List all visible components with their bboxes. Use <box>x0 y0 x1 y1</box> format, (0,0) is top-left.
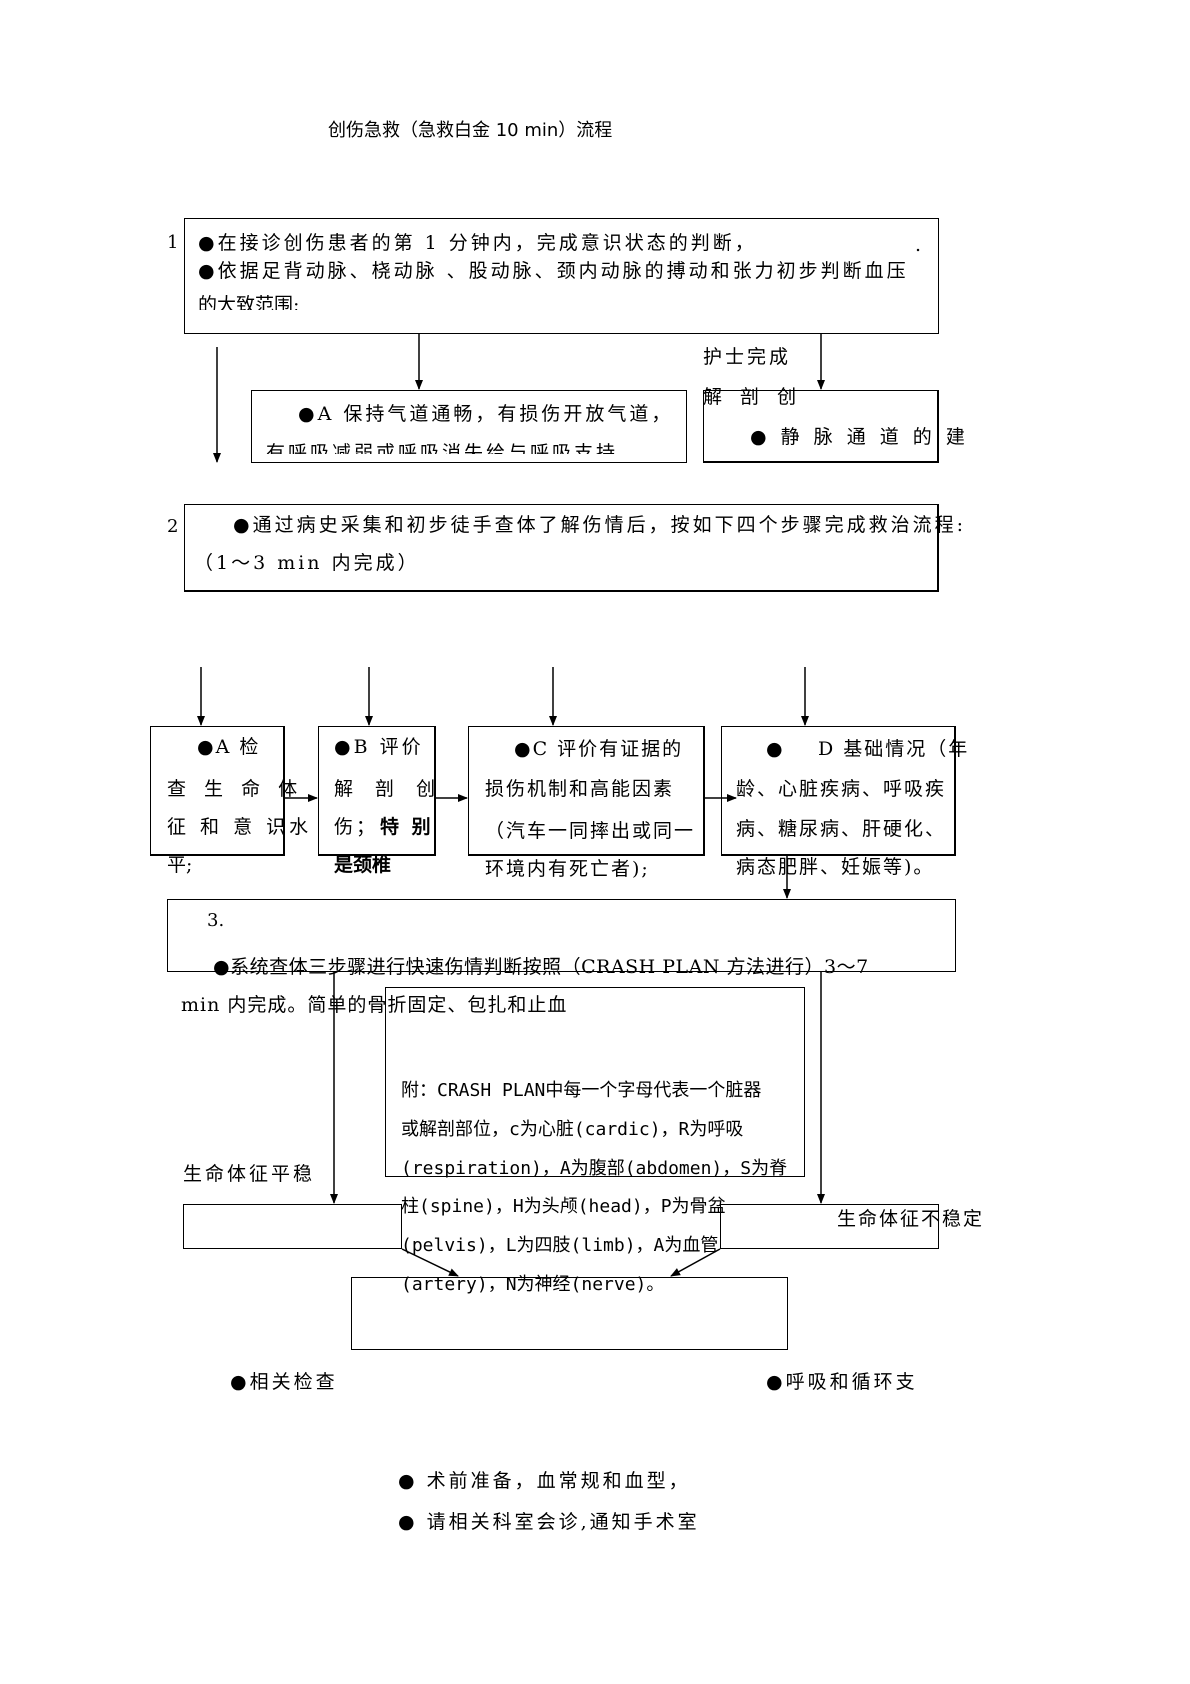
arrow-unstable-to-merge <box>670 1248 721 1277</box>
step-a-line-1: ●A 检 <box>197 736 261 758</box>
step-c-line-4: 环境内有死亡者); <box>485 858 650 880</box>
step-d-box <box>721 726 956 856</box>
note-line-3: (respiration)，A为腹部(abdomen)，S为脊 <box>401 1158 788 1179</box>
step-d-line-2: 龄、心脏疾病、呼吸疾 <box>736 778 947 800</box>
nurse-box <box>703 390 939 463</box>
bottom-merge-box <box>351 1277 788 1350</box>
step-b-line-2: 解 剖 创 <box>334 778 444 800</box>
step-b-line-3: 伤； <box>334 816 379 838</box>
step-2-box <box>184 504 939 592</box>
step-3-line-2: min 内完成。简单的骨折固定、包扎和止血 <box>181 994 568 1016</box>
note-line-5: (pelvis)，L为四肢(limb)，A为血管 <box>401 1235 719 1256</box>
step-c-line-1: ●C 评价有证据的 <box>514 738 684 760</box>
step-3-box <box>167 899 956 972</box>
note-line-2: 或解剖部位，c为心脏(cardic)，R为呼吸 <box>401 1119 744 1140</box>
step-d-line-1: ● <box>766 738 783 760</box>
step-d-line-3: 病、糖尿病、肝硬化、 <box>736 818 947 840</box>
step-b-line-1: ●B 评价 <box>334 736 424 758</box>
note-line-4: 柱(spine)，H为头颅(head)，P为骨盆 <box>401 1196 726 1217</box>
airway-line-1: ●A 保持气道通畅，有损伤开放气道， <box>298 403 674 425</box>
step-3-line-1: ●系统查体三步骤进行快速伤情判断按照（CRASH PLAN 方法进行）3～7 <box>213 956 869 978</box>
airway-box <box>251 390 687 463</box>
vitals-unstable-box <box>720 1204 939 1249</box>
step-2-line-1: ●通过病史采集和初步徒手查体了解伤情后，按如下四个步骤完成救治流程: <box>233 514 966 536</box>
nurse-line-1: 护士完成 <box>703 346 792 368</box>
nurse-line-2: 解 剖 创 <box>703 386 803 408</box>
airway-line-2: 有呼吸减弱或呼吸消失给与呼吸支持 <box>266 442 619 455</box>
pre-op-line-1: ● 术前准备，血常规和血型， <box>398 1470 691 1492</box>
step-a-line-3: 征 和 意 识水 <box>167 816 313 838</box>
step-d-line-1b: D 基础情况（年 <box>818 738 970 760</box>
arrow-stable-to-merge <box>401 1248 459 1277</box>
step-a-box <box>150 726 285 856</box>
note-line-1: 附：CRASH PLAN中每一个字母代表一个脏器 <box>401 1080 762 1101</box>
step-c-line-2: 损伤机制和高能因素 <box>485 778 675 800</box>
step-a-line-4: 平; <box>167 854 193 876</box>
vitals-unstable-label: 生命体征不稳定 <box>837 1208 985 1230</box>
airway-text: ●A 保持气道通畅，有损伤开放气道， 有呼吸减弱或呼吸消失给与呼吸支持 <box>262 396 682 455</box>
step-c-line-3: （汽车一同摔出或同一 <box>485 820 696 842</box>
step-1-text: ●在接诊创伤患者的第 1 分钟内，完成意识状态的判断， ●依据足背动脉、桡动脉 … <box>198 228 928 311</box>
step-2-line-2: （1～3 min 内完成） <box>194 552 420 574</box>
crash-plan-note-box <box>385 987 805 1177</box>
step-2-number: 2 <box>167 516 179 537</box>
step-1-number: 1 <box>167 232 179 253</box>
page-title: 创伤急救（急救白金 10 min）流程 <box>328 120 613 141</box>
step-1-dot: . <box>915 234 922 256</box>
step-1-line-1: ●在接诊创伤患者的第 1 分钟内，完成意识状态的判断， <box>198 232 757 254</box>
note-line-6: (artery)，N为神经(nerve)。 <box>401 1274 665 1295</box>
step-1-box <box>184 218 939 334</box>
step-3-number: 3. <box>207 910 225 931</box>
step-b-box <box>318 726 436 856</box>
step-d-line-4: 病态肥胖、妊娠等)。 <box>736 856 935 878</box>
step-c-box <box>468 726 705 856</box>
respiratory-circulatory-support: ●呼吸和循环支 <box>766 1371 918 1393</box>
nurse-line-3: ● 静 脉 通 道 的 建 <box>750 426 969 448</box>
step-1-line-2: ●依据足背动脉、桡动脉 、股动脉、颈内动脉的搏动和张力初步判断血压 <box>198 260 909 282</box>
vitals-stable-label: 生命体征平稳 <box>183 1163 316 1185</box>
step-b-line-4: 是颈椎 <box>334 854 392 876</box>
step-1-line-3: 的大致范围; <box>198 294 300 311</box>
vitals-stable-box <box>183 1204 402 1249</box>
related-checks: ●相关检查 <box>230 1371 338 1393</box>
step-b-line-3b: 特 别 <box>380 816 434 838</box>
pre-op-line-2: ● 请相关科室会诊,通知手术室 <box>398 1511 700 1533</box>
step-a-line-2: 查 生 命 体 <box>167 778 304 800</box>
